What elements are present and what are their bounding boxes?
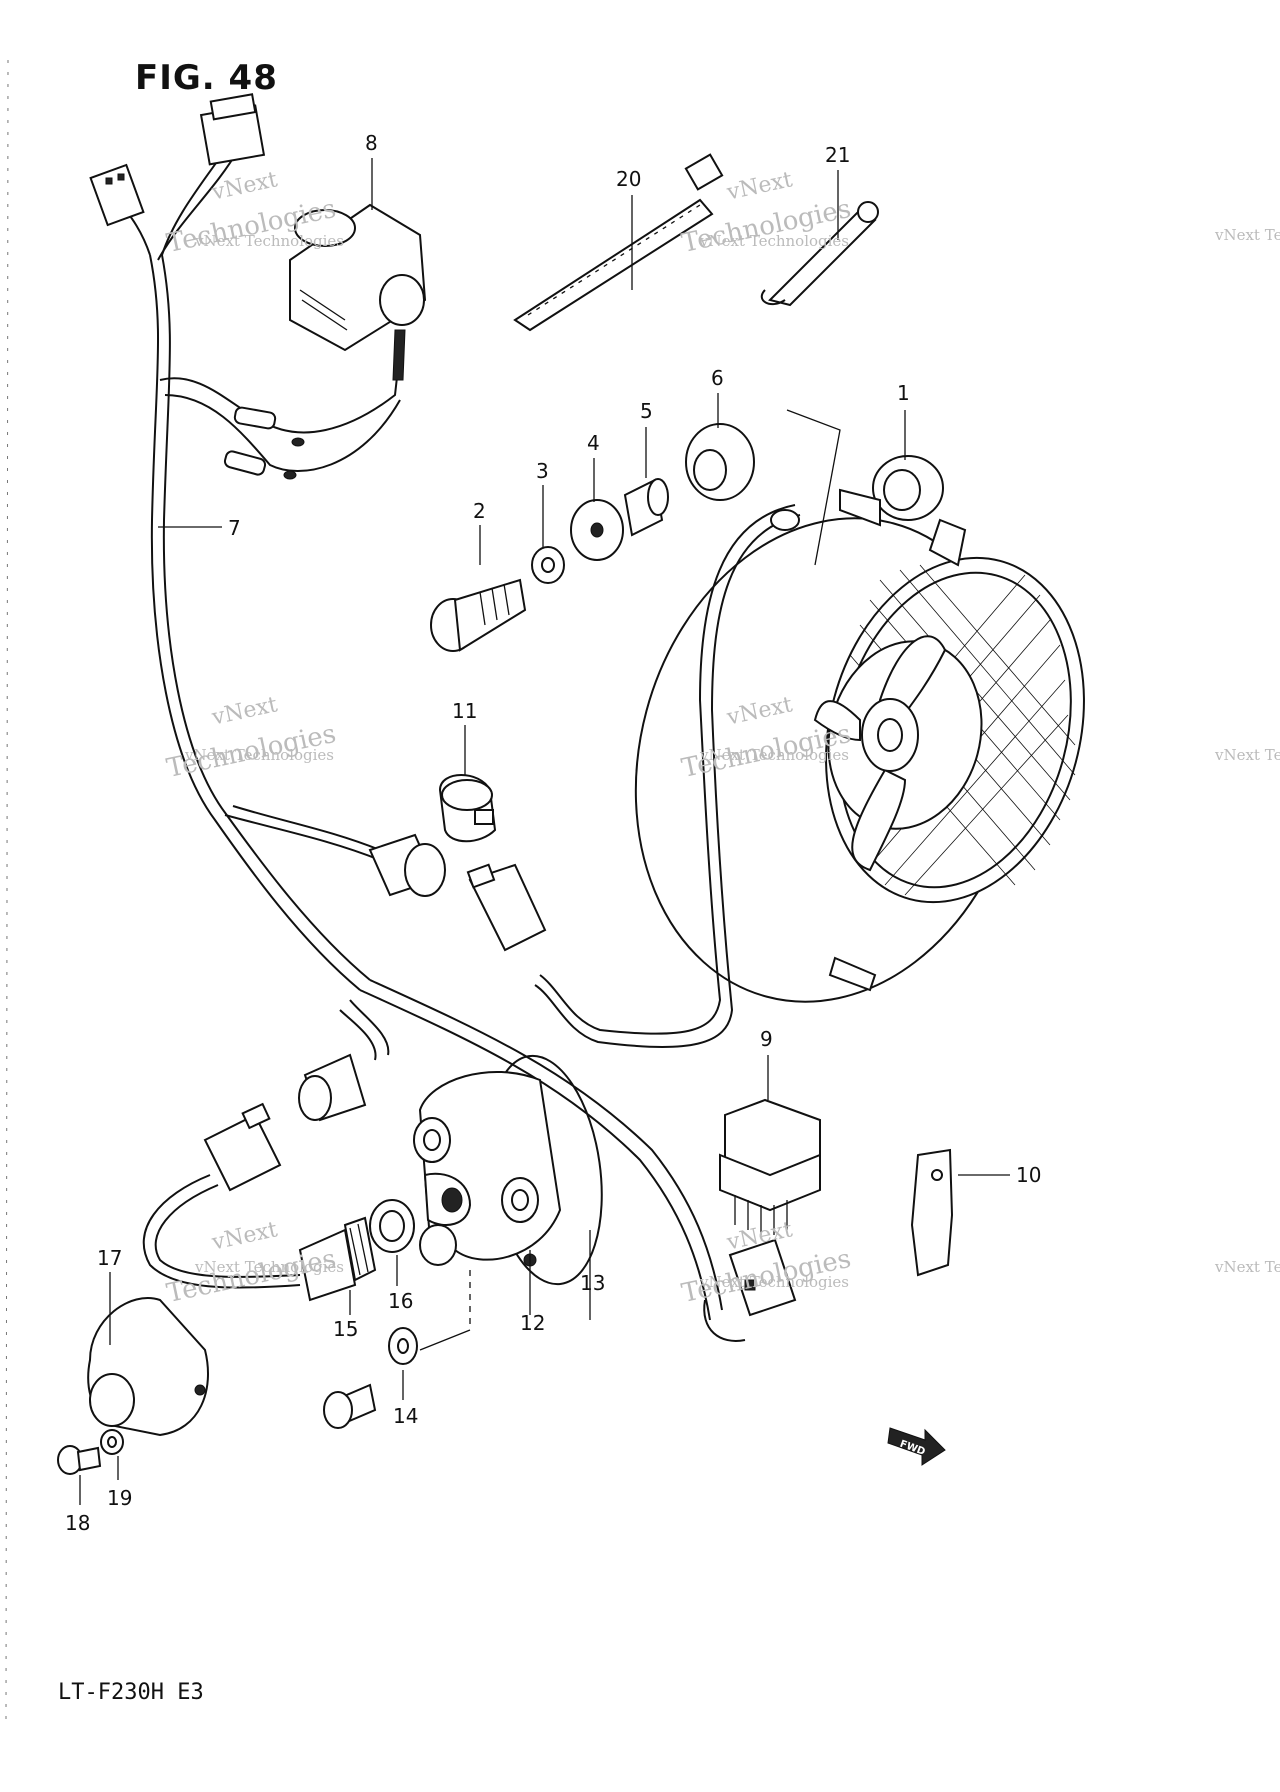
callout-12: 12 <box>520 1311 545 1335</box>
callout-5: 5 <box>640 399 653 423</box>
sender-connectors <box>142 999 390 1289</box>
part-12-thermostat-housing <box>413 1071 562 1267</box>
watermark-brand: vNext <box>209 167 280 205</box>
part-19-washer <box>100 1429 124 1455</box>
fan-connector <box>368 833 547 952</box>
part-5-collar <box>623 478 669 537</box>
callout-6: 6 <box>711 366 724 390</box>
part-9-relay <box>703 1098 821 1342</box>
callout-1: 1 <box>897 381 910 405</box>
fan-lead-wire <box>534 504 801 1048</box>
callout-labels: 1 2 3 4 5 6 7 8 9 10 11 12 13 14 15 16 1… <box>65 131 1041 1535</box>
part-11-cap <box>438 774 497 843</box>
scan-edge <box>5 59 9 1721</box>
watermark-caption: vNext Technologies <box>194 232 344 250</box>
watermark-brand: vNext <box>724 167 795 205</box>
callout-4: 4 <box>587 431 600 455</box>
figure-title: FIG. 48 <box>135 58 278 98</box>
callout-17: 17 <box>97 1246 122 1270</box>
part-3-washer <box>531 546 565 584</box>
callout-8: 8 <box>365 131 378 155</box>
watermark-edge: vNext Technologies <box>1214 746 1280 764</box>
callout-3: 3 <box>536 459 549 483</box>
part-14-bolt-washer <box>323 1270 471 1429</box>
wiring-harness <box>117 149 723 1321</box>
watermark-caption: vNext Technologies <box>699 746 849 764</box>
watermark-edge: vNext Technologies <box>1214 1258 1280 1276</box>
watermark-edge: vNext Technologies <box>1214 226 1280 244</box>
callout-21: 21 <box>825 143 850 167</box>
callout-10: 10 <box>1016 1163 1041 1187</box>
watermark-caption: vNext Technologies <box>699 232 849 250</box>
callout-13: 13 <box>580 1271 605 1295</box>
forward-direction-arrow: FWD <box>887 1427 946 1466</box>
callout-2: 2 <box>473 499 486 523</box>
harness-connector-top-right <box>199 93 266 166</box>
part-2-bolt <box>430 578 527 652</box>
part-15-temperature-sender <box>298 1216 377 1302</box>
part-17-cover <box>87 1297 209 1437</box>
part-6-grommet <box>685 423 755 501</box>
leader-lines <box>79 158 1010 1505</box>
part-4-washer <box>570 499 624 561</box>
harness-connector-top-left <box>89 163 145 227</box>
part-16-gasket <box>369 1199 415 1253</box>
part-18-screw <box>57 1445 102 1475</box>
watermark-brand: vNext <box>209 1217 280 1255</box>
watermark-caption: vNext Technologies <box>699 1273 849 1291</box>
watermark-caption: vNext Technologies <box>194 1258 344 1276</box>
callout-20: 20 <box>616 167 641 191</box>
part-20-cable-tie <box>513 153 724 332</box>
watermark-caption: vNext Technologies <box>184 746 334 764</box>
callout-11: 11 <box>452 699 477 723</box>
model-label: LT-F230H E3 <box>58 1680 204 1705</box>
watermark-brand: vNext <box>209 692 280 730</box>
inline-connectors <box>223 406 305 480</box>
callout-18: 18 <box>65 1511 90 1535</box>
part-8-switch <box>289 203 427 381</box>
callout-19: 19 <box>107 1486 132 1510</box>
callout-16: 16 <box>388 1289 413 1313</box>
callout-15: 15 <box>333 1317 358 1341</box>
callout-9: 9 <box>760 1027 773 1051</box>
part-1-cooling-fan <box>634 455 1085 1003</box>
part-10-bracket <box>910 1148 954 1277</box>
part-21-clamp <box>760 201 879 307</box>
callout-14: 14 <box>393 1404 418 1428</box>
callout-7: 7 <box>228 516 241 540</box>
watermark-brand: vNext <box>724 692 795 730</box>
